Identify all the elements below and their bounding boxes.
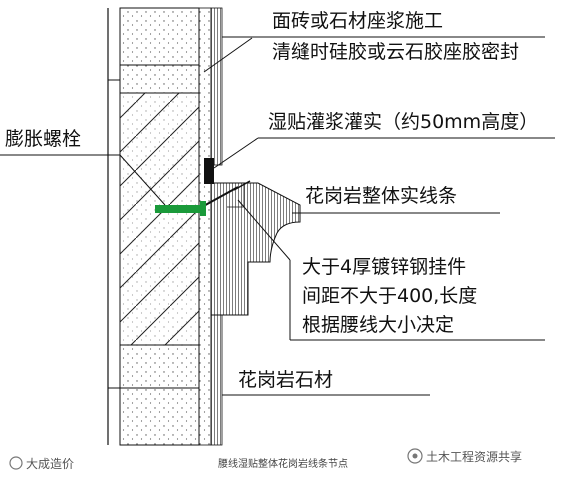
- mortar-layer: [198, 7, 212, 446]
- granite-strip-profile: [210, 182, 301, 316]
- hanger-label-line2: 间距不大于400,长度: [302, 285, 477, 307]
- watermark-right: 土木工程资源共享: [407, 448, 522, 464]
- watermark-right-text: 土木工程资源共享: [426, 449, 522, 464]
- expansion-bolt: [155, 201, 206, 216]
- facing-layer: [210, 7, 223, 166]
- hanger-label-line3: 根据腰线大小决定: [302, 314, 454, 336]
- sealant-joint: [204, 158, 214, 184]
- facing-label-line2: 清缝时硅胶或云石胶座胶密封: [272, 41, 519, 63]
- hanger-label-line1: 大于4厚镀锌钢挂件: [302, 256, 466, 278]
- watermark-left: 大成造价: [9, 456, 74, 471]
- drawing-caption: 腰线湿贴整体花岗岩线条节点: [218, 457, 348, 470]
- expansion-bolt-label: 膨胀螺栓: [5, 128, 81, 150]
- steel-hanger: [199, 186, 239, 209]
- leader-lines: [0, 36, 555, 396]
- watermark-left-text: 大成造价: [26, 457, 74, 471]
- left-wall-edge: [107, 8, 121, 445]
- granite-stone-label: 花岗岩石材: [238, 369, 333, 391]
- granite-strip-label: 花岗岩整体实线条: [305, 185, 457, 207]
- facing-label-line1: 面砖或石材座浆施工: [272, 10, 443, 32]
- facing-layer-lower: [210, 314, 223, 446]
- lower-slab: [119, 344, 200, 446]
- upper-slab: [119, 7, 200, 94]
- wet-grout-label: 湿贴灌浆灌实（约50mm高度）: [268, 111, 538, 133]
